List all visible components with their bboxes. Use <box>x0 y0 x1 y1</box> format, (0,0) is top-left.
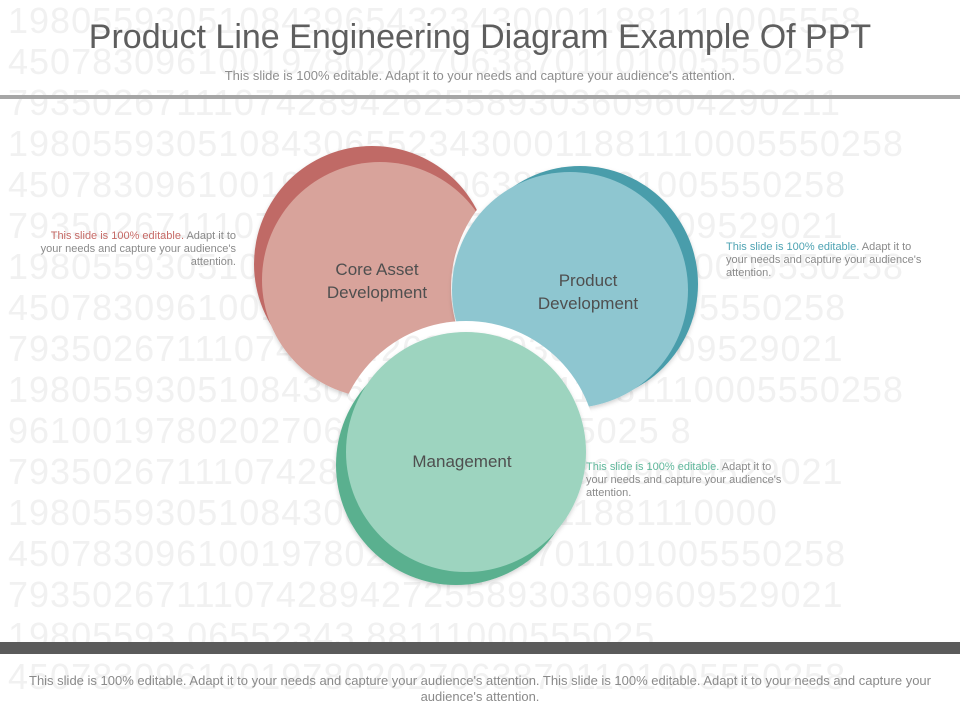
note-left-text: Adapt it to your needs and capture your … <box>40 230 236 268</box>
top-divider <box>0 95 960 99</box>
note-bottom: This slide is 100% editable. Adapt it to… <box>586 461 786 500</box>
bg-number-row: 1980559305108430655234300011881110005550… <box>8 123 904 164</box>
note-right-text: Adapt it to your needs and capture your … <box>726 241 922 279</box>
petal-product-label-line2: Development <box>538 294 638 313</box>
note-left-highlight: This slide is 100% editable. <box>50 230 185 242</box>
slide-title: Product Line Engineering Diagram Example… <box>88 18 872 56</box>
bg-number-row: 4507830961001978020270638701101005550258 <box>8 656 847 697</box>
footer-text: This slide is 100% editable. Adapt it to… <box>29 673 931 704</box>
note-right: This slide is 100% editable. Adapt it to… <box>726 241 926 280</box>
note-bottom-text: Adapt it to your needs and capture your … <box>586 461 782 499</box>
petal-product-label-line1: Product <box>559 271 618 290</box>
note-left: This slide is 100% editable. Adapt it to… <box>40 230 236 269</box>
petal-management <box>336 332 586 585</box>
bg-number-row: 7935026711107428942625589303609604290211 <box>8 82 841 123</box>
petal-core-asset-label-line2: Development <box>327 283 427 302</box>
bg-number-row: 1980559305108439654323430001188111000555… <box>8 0 862 41</box>
petal-core-asset-label-line1: Core Asset <box>335 260 418 279</box>
bg-number-row: 4507830961001978020270638701101005550258 <box>8 41 847 82</box>
bottom-divider <box>0 642 960 654</box>
note-bottom-highlight: This slide is 100% editable. <box>586 461 720 473</box>
slide-subtitle: This slide is 100% editable. Adapt it to… <box>224 68 736 83</box>
petal-management-label: Management <box>412 452 512 471</box>
petal-management-face <box>346 332 586 572</box>
note-right-highlight: This slide is 100% editable. <box>726 241 860 253</box>
